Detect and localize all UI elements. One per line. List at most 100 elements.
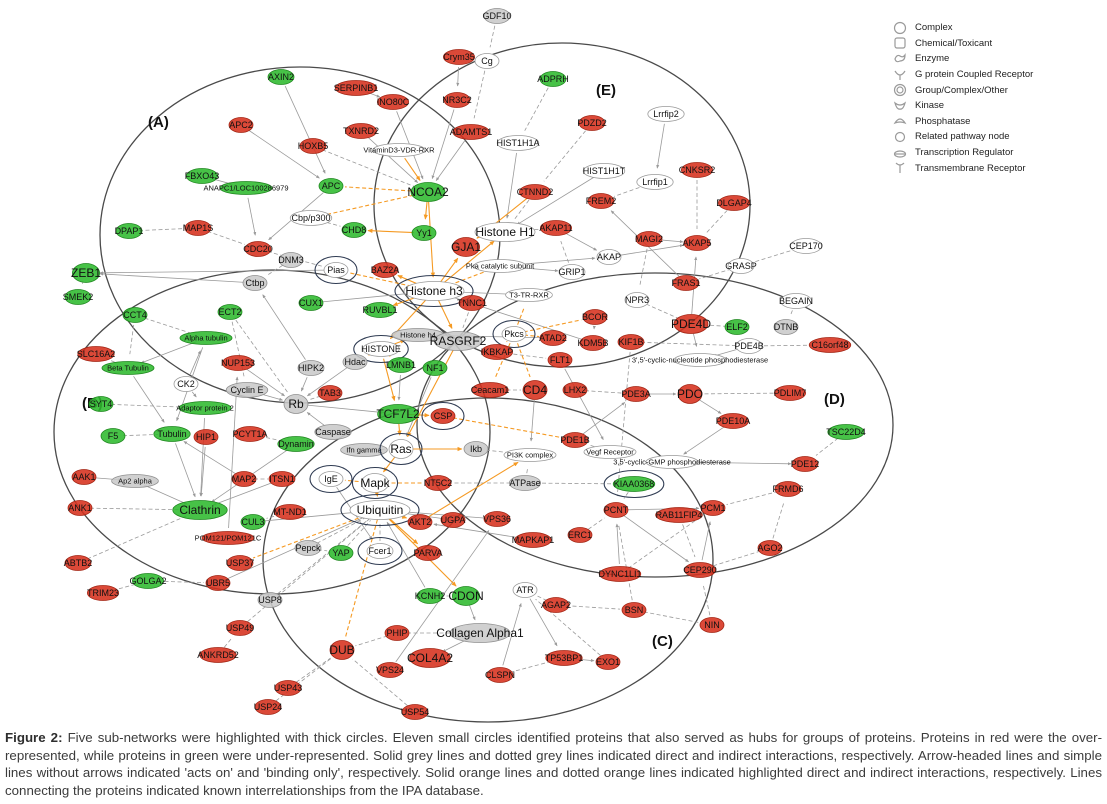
node-histone-h1: Histone H1 — [474, 222, 536, 242]
node-t3-tr-rxr: T3-TR-RXR — [505, 288, 553, 302]
node-cct4: CCT4 — [122, 307, 148, 323]
node-label: Adaptor protein 2 — [176, 404, 234, 413]
network-edge — [538, 482, 625, 485]
node-ifn-gamma: Ifn gamma — [340, 443, 388, 457]
node-label: NUP153 — [221, 358, 255, 368]
gpcr-icon — [894, 70, 906, 80]
node-hipk2: HIPK2 — [297, 360, 325, 376]
node-pepck: Pepck — [294, 540, 322, 556]
node-pka-catalytic-subunit: Pka catalytic subunit — [466, 259, 535, 273]
node-fbxo43: FBXO43 — [185, 168, 219, 184]
node-fras1: FRAS1 — [671, 275, 701, 291]
node-label: PDLIM7 — [774, 388, 807, 398]
node-label: TCF7L2 — [376, 407, 420, 421]
network-edge — [212, 482, 273, 506]
network-edge — [320, 194, 415, 217]
subnetwork-ellipse-d — [416, 272, 894, 578]
node-grip1: GRIP1 — [558, 264, 586, 280]
node-label: DUB — [329, 643, 354, 657]
node-golga2: GOLGA2 — [129, 573, 167, 589]
node-label: Cbp/p300 — [291, 213, 330, 223]
node-histone: HISTONE — [353, 334, 409, 364]
node-label: USP24 — [254, 702, 283, 712]
figure-caption: Figure 2: Five sub-networks were highlig… — [5, 729, 1102, 800]
figure-caption-label: Figure 2: — [5, 730, 63, 745]
node-usp43: USP43 — [274, 680, 302, 696]
node-label: Beta Tubulin — [107, 364, 149, 373]
node-axin2: AXIN2 — [267, 69, 295, 85]
node-beta-tubulin: Beta Tubulin — [101, 361, 155, 375]
node-flt1: FLT1 — [547, 352, 573, 368]
node-label: GJA1 — [451, 240, 481, 254]
node-label: Lrrfip1 — [642, 177, 668, 187]
node-pdlim7: PDLIM7 — [774, 385, 807, 401]
network-edge — [431, 109, 455, 180]
node-label: DYNC1LI1 — [598, 569, 641, 579]
node-label: ECT2 — [218, 307, 241, 317]
network-edge — [645, 303, 679, 319]
network-edge — [110, 403, 192, 408]
node-grasp: GRASP — [725, 258, 757, 274]
legend-label: Chemical/Toxicant — [915, 37, 993, 49]
node-cbp-p300: Cbp/p300 — [289, 210, 333, 226]
node-label: YAP — [332, 548, 349, 558]
node-label: VPS36 — [483, 514, 511, 524]
node-rasgrf2: RASGRF2 — [430, 331, 487, 351]
node-pde12: PDE12 — [791, 456, 819, 472]
legend-item-transmembrane-receptor: Transmembrane Receptor — [892, 160, 1102, 176]
node-npr3: NPR3 — [624, 292, 650, 308]
node-label: NPR3 — [625, 295, 649, 305]
network-edge — [89, 507, 187, 511]
node-kdm5b: KDM5B — [577, 335, 609, 351]
node-label: TRIM23 — [87, 588, 119, 598]
node-label: USP8 — [258, 595, 282, 605]
network-edge — [726, 491, 779, 505]
node-ncoa2: NCOA2 — [407, 182, 449, 202]
network-edge — [122, 434, 159, 437]
network-edge — [355, 635, 388, 647]
legend-item-complex: Complex — [892, 20, 1102, 36]
network-edge — [199, 446, 206, 497]
node-label: ABTB2 — [64, 558, 93, 568]
network-edge — [517, 307, 525, 325]
node-ras: Ras — [379, 432, 423, 466]
node-label: MAPKAP1 — [512, 535, 555, 545]
node-pdo: PDO — [677, 384, 703, 404]
network-edge — [516, 175, 596, 225]
network-edge — [565, 605, 621, 610]
node-exo1: EXO1 — [595, 654, 621, 670]
network-edge — [224, 638, 232, 648]
node-histone-h3: Histone h3 — [394, 274, 474, 308]
network-edge — [262, 510, 367, 522]
node-ino80c: INO80C — [377, 94, 410, 110]
protein-network-canvas: (A)(B)(C)(D)(E)GDF10Crym35CgAXIN2SERPINB… — [53, 8, 894, 723]
node-clathrin: Clathrin — [172, 500, 228, 520]
node-label: USP54 — [401, 707, 430, 717]
legend-item-g-protein-coupled-receptor: G protein Coupled Receptor — [892, 67, 1102, 83]
network-edge — [275, 658, 332, 702]
node-label: PDE4B — [734, 341, 764, 351]
node-pi3k-complex: PI3K complex — [503, 448, 557, 462]
node-abtb2: ABTB2 — [64, 555, 93, 571]
node-label: CEP290 — [683, 565, 717, 575]
node-label: SLC16A2 — [77, 349, 116, 359]
node-itsn1: ITSN1 — [268, 471, 296, 487]
node-smek2: SMEK2 — [63, 289, 93, 305]
node-label: KIAA0368 — [614, 479, 655, 489]
node-vegf-receptor: Vegf Receptor — [583, 445, 637, 459]
network-edge — [207, 230, 245, 245]
network-edge — [529, 399, 535, 442]
legend-item-chemical-toxicant: Chemical/Toxicant — [892, 36, 1102, 52]
network-edge — [99, 269, 327, 275]
legend-label: Related pathway node — [915, 131, 1010, 143]
node-dpap1: DPAP1 — [115, 223, 143, 239]
network-edge — [456, 66, 460, 87]
node-akap: AKAP — [596, 249, 622, 265]
node-label: PDO — [677, 387, 703, 401]
network-edge — [306, 412, 326, 427]
node-label: ATAD2 — [539, 333, 567, 343]
node-label: BEGAIN — [779, 296, 813, 306]
node-collagen-alpha1: Collagen Alpha1 — [436, 623, 524, 643]
node-baz2a: BAZ2A — [371, 262, 399, 278]
network-edge — [305, 404, 385, 414]
